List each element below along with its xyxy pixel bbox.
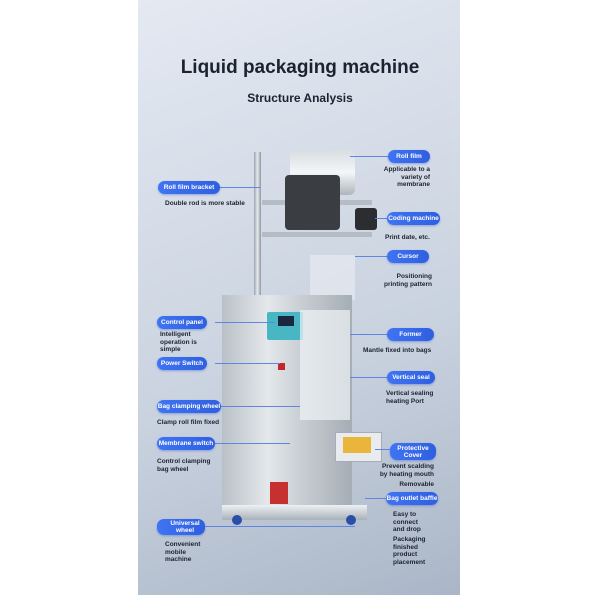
membrane-switch-label: Membrane switch <box>157 437 215 450</box>
page-subtitle: Structure Analysis <box>247 91 353 105</box>
former-label: Former <box>387 328 434 341</box>
former-desc: Mantle fixed into bags <box>363 347 432 354</box>
cursor-desc: Positioning printing pattern <box>383 273 432 288</box>
bag-clamping-wheel-label: Bag clamping wheel <box>157 400 221 413</box>
bag-clamping-wheel-desc: Clamp roll film fixed <box>157 419 220 426</box>
connector-line <box>215 322 275 323</box>
connector-line <box>220 187 260 188</box>
universal-wheel-label: Universal wheel <box>157 519 205 535</box>
cursor-label: Cursor <box>387 250 429 263</box>
connector-line <box>365 498 386 499</box>
power-switch-label: Power Switch <box>157 357 207 370</box>
connector-line <box>350 334 387 335</box>
bag-outlet-baffle-desc: Easy to connect and drop <box>393 511 421 533</box>
coding-machine-label: Coding machine <box>387 212 440 225</box>
control-panel-desc: Intelligent operation is simple <box>160 331 197 353</box>
roll-film-label: Roll film <box>388 150 430 163</box>
connector-line <box>205 526 355 527</box>
vertical-seal-desc: Vertical sealing heating Port <box>386 390 434 405</box>
roll-film-bracket-desc: Double rod is more stable <box>165 200 245 207</box>
connector-line <box>215 443 290 444</box>
coding-machine-desc: Print date, etc. <box>385 234 430 241</box>
roll-film-desc: Applicable to a variety of membrane <box>383 166 430 188</box>
universal-wheel-desc: Convenient mobile machine <box>165 541 201 563</box>
connector-line <box>375 218 387 219</box>
roll-film-bracket-label: Roll film bracket <box>158 181 220 194</box>
protective-cover-desc2: Removable <box>399 481 434 488</box>
page-title: Liquid packaging machine <box>180 57 420 78</box>
bag-outlet-baffle-desc2: Packaging finished product placement <box>393 536 426 566</box>
connector-line <box>350 377 387 378</box>
connector-line <box>375 449 390 450</box>
membrane-switch-desc: Control clamping bag wheel <box>157 458 211 473</box>
connector-line <box>350 156 388 157</box>
bag-outlet-baffle-label: Bag outlet baffle <box>386 492 438 505</box>
vertical-seal-label: Vertical seal <box>387 371 435 384</box>
control-panel-label: Control panel <box>157 316 207 329</box>
connector-line <box>215 363 280 364</box>
protective-cover-desc: Prevent scalding by heating mouth <box>379 463 434 478</box>
connector-line <box>355 256 387 257</box>
protective-cover-label: Protective Cover <box>390 443 436 460</box>
connector-line <box>220 406 300 407</box>
